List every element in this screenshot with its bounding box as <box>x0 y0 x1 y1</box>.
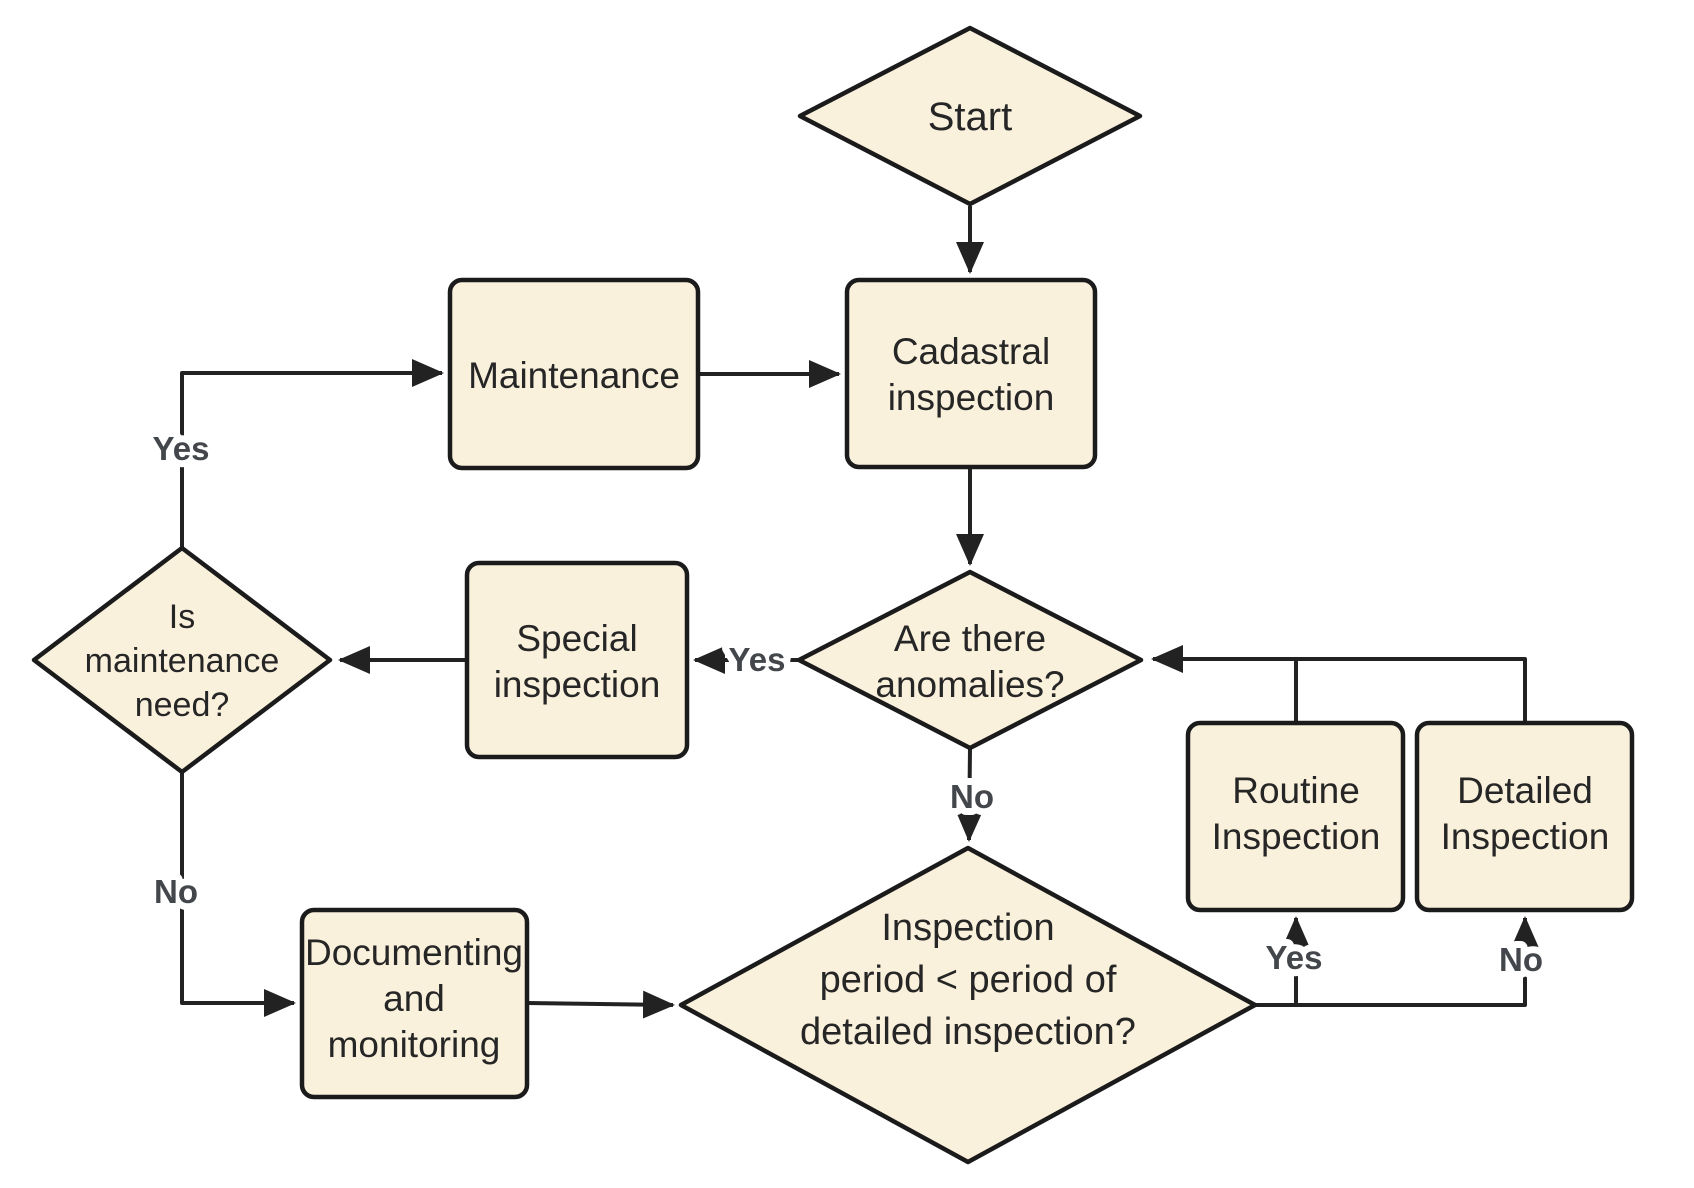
edge-label-ismaintenance-no: No <box>154 873 198 910</box>
node-start: Start <box>797 25 1143 207</box>
node-documenting-label-line2: and <box>383 978 445 1019</box>
node-maintenance-shape <box>447 277 701 471</box>
node-are-there-anomalies-shape <box>796 569 1144 751</box>
edge-label-period-yes: Yes <box>1266 939 1323 976</box>
node-inspection-period-decision: Inspection period < period of detailed i… <box>678 845 1258 1165</box>
node-cadastral-inspection-label-line1: Cadastral <box>892 331 1050 372</box>
node-documenting-and-monitoring: Documenting and monitoring <box>299 907 530 1100</box>
node-detailed-inspection: Detailed Inspection <box>1414 720 1635 913</box>
node-special-inspection-shape <box>464 560 690 760</box>
node-is-maintenance-need: Is maintenance need? <box>31 545 333 775</box>
node-inspection-period-decision-shape <box>678 845 1258 1165</box>
node-inspection-period-label-line1: Inspection <box>881 907 1054 949</box>
edge-label-ismaintenance-yes: Yes <box>153 430 210 467</box>
node-cadastral-inspection-shape <box>844 277 1098 470</box>
edge-anomalies-no-to-perioddecision <box>955 747 984 842</box>
node-start-shape <box>797 25 1143 207</box>
node-inspection-period-label-line3: detailed inspection? <box>800 1011 1136 1053</box>
node-are-there-anomalies-label-line1: Are there <box>894 618 1046 659</box>
node-routine-inspection-label-line2: Inspection <box>1212 816 1381 857</box>
node-is-maintenance-need-label-line3: need? <box>135 686 230 724</box>
node-detailed-inspection-label-line1: Detailed <box>1457 770 1593 811</box>
node-special-inspection-label-line2: inspection <box>494 664 661 705</box>
node-are-there-anomalies: Are there anomalies? <box>796 569 1144 751</box>
connectors <box>180 206 1539 1019</box>
node-routine-inspection-label-line1: Routine <box>1232 770 1360 811</box>
node-inspection-period-label-line2: period < period of <box>820 959 1117 1001</box>
edge-labels: Yes Yes No No Yes No <box>146 423 1550 985</box>
node-cadastral-inspection: Cadastral inspection <box>844 277 1098 470</box>
edge-ismaintenance-yes-to-maintenance <box>180 359 444 548</box>
node-is-maintenance-need-label-line2: maintenance <box>85 642 280 680</box>
edge-label-period-no: No <box>1499 941 1543 978</box>
edge-detailed-return-to-anomalies <box>1151 645 1527 723</box>
node-special-inspection-label-line1: Special <box>516 618 637 659</box>
node-is-maintenance-need-shape <box>31 545 333 775</box>
node-maintenance: Maintenance <box>447 277 701 471</box>
node-routine-inspection: Routine Inspection <box>1185 720 1406 913</box>
node-are-there-anomalies-label-line2: anomalies? <box>875 664 1064 705</box>
edge-ismaintenance-no-to-documenting <box>180 772 296 1017</box>
edge-label-anomalies-yes: Yes <box>729 641 786 678</box>
node-detailed-inspection-shape <box>1414 720 1635 913</box>
node-maintenance-label: Maintenance <box>468 355 680 396</box>
node-documenting-label-line3: monitoring <box>328 1024 501 1065</box>
node-start-label: Start <box>928 95 1012 139</box>
edge-perioddecision-no-to-detailed <box>1255 916 1539 1007</box>
node-special-inspection: Special inspection <box>464 560 690 760</box>
edge-documenting-to-perioddecision <box>526 990 675 1019</box>
node-detailed-inspection-label-line2: Inspection <box>1441 816 1610 857</box>
node-routine-inspection-shape <box>1185 720 1406 913</box>
edge-label-anomalies-no: No <box>950 778 994 815</box>
node-cadastral-inspection-label-line2: inspection <box>888 377 1055 418</box>
node-documenting-label-line1: Documenting <box>305 932 523 973</box>
node-is-maintenance-need-label-line1: Is <box>169 598 195 636</box>
node-documenting-and-monitoring-shape <box>299 907 530 1100</box>
